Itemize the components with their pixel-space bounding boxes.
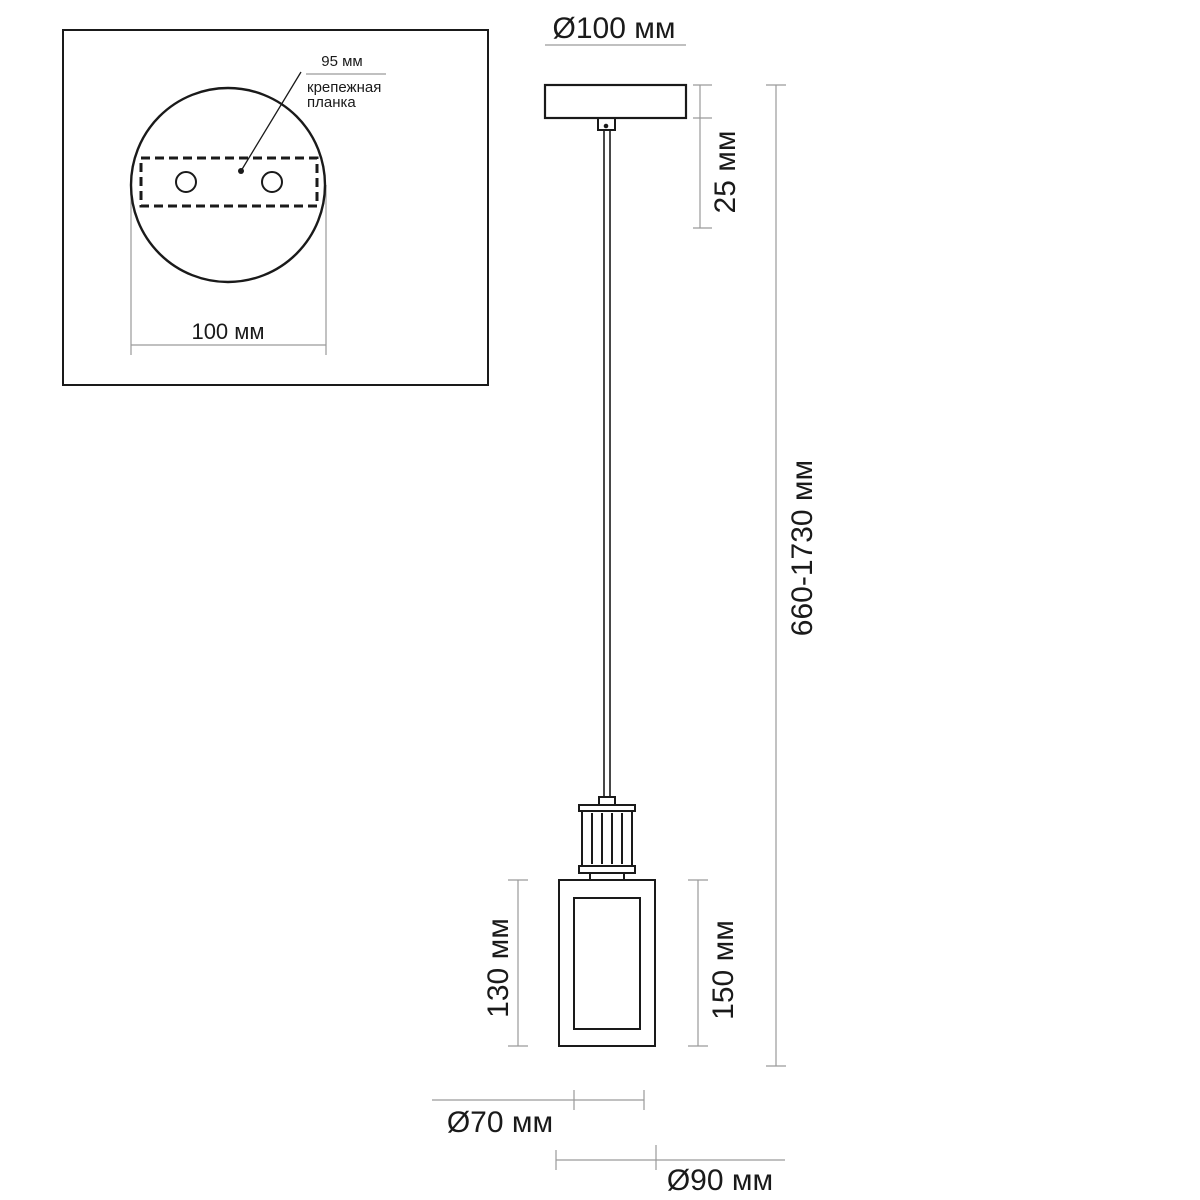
mount-name-label-line2: планка xyxy=(307,94,356,111)
leader-line xyxy=(240,71,302,172)
outer-shade-height-label: 150 мм xyxy=(707,920,740,1020)
outer-shade xyxy=(558,879,656,1047)
canopy xyxy=(543,83,688,120)
inner-shade-height-label: 130 мм xyxy=(482,918,515,1018)
total-height-label: 660-1730 мм xyxy=(786,460,819,636)
canopy-top-view-inset: 95 мм крепежная планка 100 мм xyxy=(62,29,489,386)
canopy-cord-grip-dot xyxy=(603,123,609,129)
canopy-height-label: 25 мм xyxy=(709,131,742,214)
holder-socket xyxy=(589,872,625,881)
holder-cage xyxy=(581,810,633,867)
holder-bottom-ring xyxy=(578,865,636,874)
holder-top-cap xyxy=(598,796,616,806)
canopy-diameter-label: Ø100 мм xyxy=(553,12,676,45)
inner-diameter-label: Ø70 мм xyxy=(447,1106,553,1139)
mounting-hole-right xyxy=(261,171,283,193)
mount-width-label: 95 мм xyxy=(321,53,362,70)
mounting-hole-left xyxy=(175,171,197,193)
inner-shade xyxy=(573,897,641,1030)
pendant-elevation: Ø100 мм 25 мм 660-1730 мм xyxy=(432,12,819,1197)
canopy-cord-grip xyxy=(597,117,616,131)
canopy-width-label: 100 мм xyxy=(191,319,264,344)
mounting-plate-dashed xyxy=(139,156,319,208)
inset-frame xyxy=(62,29,489,386)
mount-name-label-line1: крепежная xyxy=(307,79,381,96)
outer-diameter-label: Ø90 мм xyxy=(667,1164,773,1197)
canopy-circle xyxy=(129,86,327,284)
